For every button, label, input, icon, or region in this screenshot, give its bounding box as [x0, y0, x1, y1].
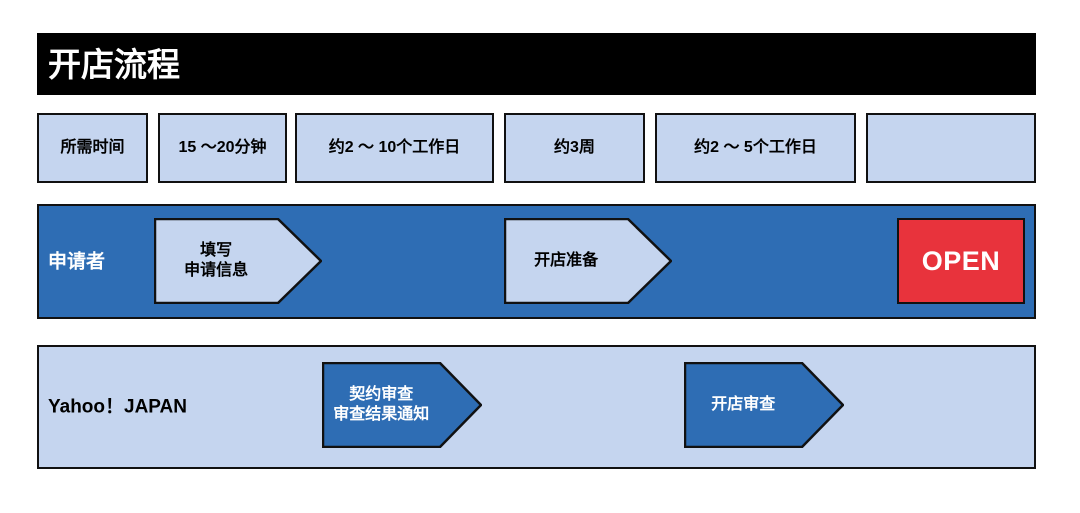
- duration-cell-label: 约3周: [554, 139, 595, 156]
- duration-cell-label: 约2 〜 5个工作日: [694, 139, 817, 156]
- duration-cell: 所需时间: [37, 113, 148, 183]
- duration-row: 所需时间 15 〜20分钟 约2 〜 10个工作日 约3周 约2 〜 5个工作日: [37, 113, 1036, 183]
- applicant-lane-label: 申请者: [48, 251, 106, 272]
- open-badge: OPEN: [897, 218, 1025, 304]
- process-step-chevron[interactable]: 开店准备: [504, 218, 672, 304]
- process-step-chevron[interactable]: 开店审查: [684, 362, 844, 448]
- chevron-shape: [154, 218, 322, 304]
- duration-cell-label: 15 〜20分钟: [178, 139, 267, 156]
- duration-cell: [866, 113, 1036, 183]
- chevron-shape: [322, 362, 482, 448]
- yahoo-lane: Yahoo！JAPAN 契约审查 审查结果通知 开店审查: [37, 345, 1036, 469]
- process-step-label: 开店审查: [711, 396, 776, 414]
- duration-cell-label: 所需时间: [60, 139, 125, 156]
- applicant-lane: 申请者 填写 申请信息 开店准备 OPEN: [37, 204, 1036, 319]
- diagram-title-bar: 开店流程: [37, 33, 1036, 95]
- duration-cell: 约2 〜 5个工作日: [655, 113, 856, 183]
- process-step-chevron[interactable]: 契约审查 审查结果通知: [322, 362, 482, 448]
- process-step-label: 开店准备: [534, 252, 599, 270]
- duration-cell: 约3周: [504, 113, 645, 183]
- duration-cell: 15 〜20分钟: [158, 113, 287, 183]
- duration-cell-label: 约2 〜 10个工作日: [328, 139, 461, 156]
- duration-cell: 约2 〜 10个工作日: [295, 113, 494, 183]
- page-title: 开店流程: [48, 45, 180, 83]
- process-step-chevron[interactable]: 填写 申请信息: [154, 218, 322, 304]
- process-step-label: 契约审查 审查结果通知: [333, 386, 430, 423]
- yahoo-lane-label: Yahoo！JAPAN: [48, 396, 188, 418]
- chevron-shape: [684, 362, 844, 448]
- chevron-shape: [504, 218, 672, 304]
- process-step-label: 填写 申请信息: [184, 242, 249, 279]
- open-badge-label: OPEN: [921, 245, 1001, 276]
